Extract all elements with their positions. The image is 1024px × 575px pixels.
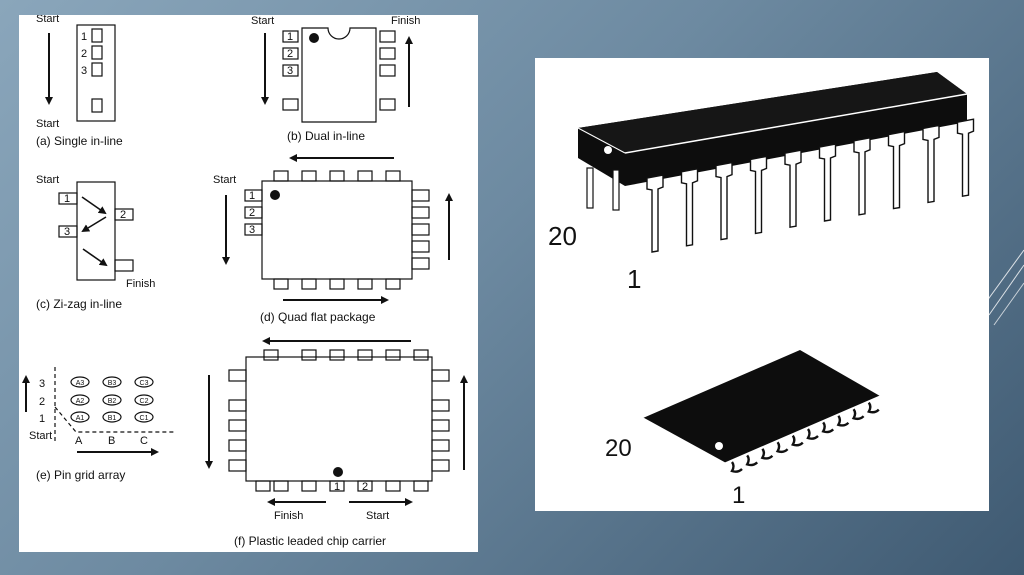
soic-pin: [851, 408, 865, 421]
soic-pin: [836, 415, 850, 427]
pin1-dot: [309, 33, 319, 43]
soic-pin-1-label: 1: [732, 482, 745, 509]
pga-col-c: C: [140, 435, 148, 447]
pga-cell-a2: A2: [76, 398, 85, 405]
pga-cell-a1: A1: [76, 415, 85, 422]
chip-illustration-panel: 20 1 20 1: [535, 58, 989, 511]
pga-cell-c2: C2: [140, 398, 149, 405]
soic-pin: [730, 461, 743, 473]
pga-cell-b3: B3: [108, 380, 117, 387]
zz-pin-1: 1: [64, 193, 70, 205]
quad-flat-package: [222, 154, 453, 304]
soic-pin: [867, 401, 880, 414]
pga-col-a: A: [75, 435, 83, 447]
dual-inline-start: Start: [251, 15, 274, 27]
plcc-caption: (f) Plastic leaded chip carrier: [234, 534, 386, 548]
qfp-pin-3: 3: [249, 224, 255, 236]
single-inline-start-top: Start: [36, 15, 59, 25]
pga-row-1: 1: [39, 413, 45, 425]
dil-pin-2: 2: [287, 48, 293, 60]
soic-pin: [821, 421, 835, 434]
decorative-lines: [984, 249, 1024, 326]
dual-inline-package: [261, 27, 413, 123]
dip-pin: [956, 118, 975, 198]
single-inline-start-bottom: Start: [36, 118, 59, 130]
soic-pin-20-label: 20: [605, 435, 632, 462]
dip-pin-1-label: 1: [627, 264, 641, 294]
dip-pin: [853, 136, 871, 216]
soic-pin: [775, 441, 789, 454]
sil-pin-3: 3: [81, 65, 87, 77]
zigzag-inline-package: [58, 181, 134, 281]
dip-pin-20-label: 20: [548, 221, 577, 251]
pin-numbering-diagram-panel: Start Start 1 2 3 (a) Single in-line Sta…: [19, 13, 478, 552]
dip-pin: [922, 124, 940, 204]
zigzag-start: Start: [36, 174, 59, 186]
dual-inline-caption: (b) Dual in-line: [287, 129, 365, 143]
dil-pin-1: 1: [287, 31, 293, 43]
zz-pin-2: 2: [120, 209, 126, 221]
dip-back-pin: [586, 167, 594, 209]
pga-cell-b2: B2: [108, 398, 117, 405]
dip-pin: [680, 167, 699, 247]
sil-pin-1: 1: [81, 31, 87, 43]
pga-row-3: 3: [39, 378, 45, 390]
pin1-dot: [333, 467, 343, 477]
sil-pin-2: 2: [81, 48, 87, 60]
soic-pin: [760, 448, 774, 460]
dip-pin: [818, 143, 837, 222]
qfp-pin-2: 2: [249, 207, 255, 219]
plcc-finish: Finish: [274, 510, 303, 522]
pga-start: Start: [29, 430, 52, 442]
zz-pin-3: 3: [64, 226, 70, 238]
dip-pin: [715, 161, 733, 241]
pga-row-2: 2: [39, 396, 45, 408]
soic-pin: [745, 454, 759, 467]
pga-caption: (e) Pin grid array: [36, 468, 125, 482]
dip-pin: [749, 155, 768, 235]
plcc-start: Start: [366, 510, 389, 522]
soic-20-chip: [642, 350, 881, 473]
dip-pin: [646, 174, 664, 253]
zigzag-finish: Finish: [126, 278, 155, 290]
pga-cell-b1: B1: [108, 415, 117, 422]
dip-back-pin: [612, 169, 620, 211]
soic-pin: [806, 428, 819, 440]
dip-pin: [784, 149, 802, 229]
single-inline-package: [45, 24, 116, 122]
plcc-pin-1: 1: [334, 481, 340, 493]
zigzag-caption: (c) Zi-zag in-line: [36, 297, 122, 311]
chip-illustration: 20 1 20 1: [548, 72, 975, 509]
single-inline-caption: (a) Single in-line: [36, 134, 123, 148]
quad-flat-caption: (d) Quad flat package: [260, 310, 376, 324]
pga-col-b: B: [108, 435, 115, 447]
pga-cell-c1: C1: [140, 415, 149, 422]
dual-inline-finish: Finish: [391, 15, 420, 27]
pin1-dot: [270, 190, 280, 200]
quad-flat-start: Start: [213, 174, 236, 186]
dip-pin: [887, 130, 906, 210]
pin-grid-array: [22, 367, 174, 456]
pin-numbering-diagram: Start Start 1 2 3 (a) Single in-line Sta…: [22, 13, 468, 548]
soic-pin: [791, 434, 804, 447]
plastic-leaded-chip-carrier: [205, 337, 468, 506]
dip-20-chip: [577, 72, 975, 253]
plcc-pin-2: 2: [362, 481, 368, 493]
qfp-pin-1: 1: [249, 190, 255, 202]
pga-cell-a3: A3: [76, 380, 85, 387]
dil-pin-3: 3: [287, 65, 293, 77]
pga-cell-c3: C3: [140, 380, 149, 387]
